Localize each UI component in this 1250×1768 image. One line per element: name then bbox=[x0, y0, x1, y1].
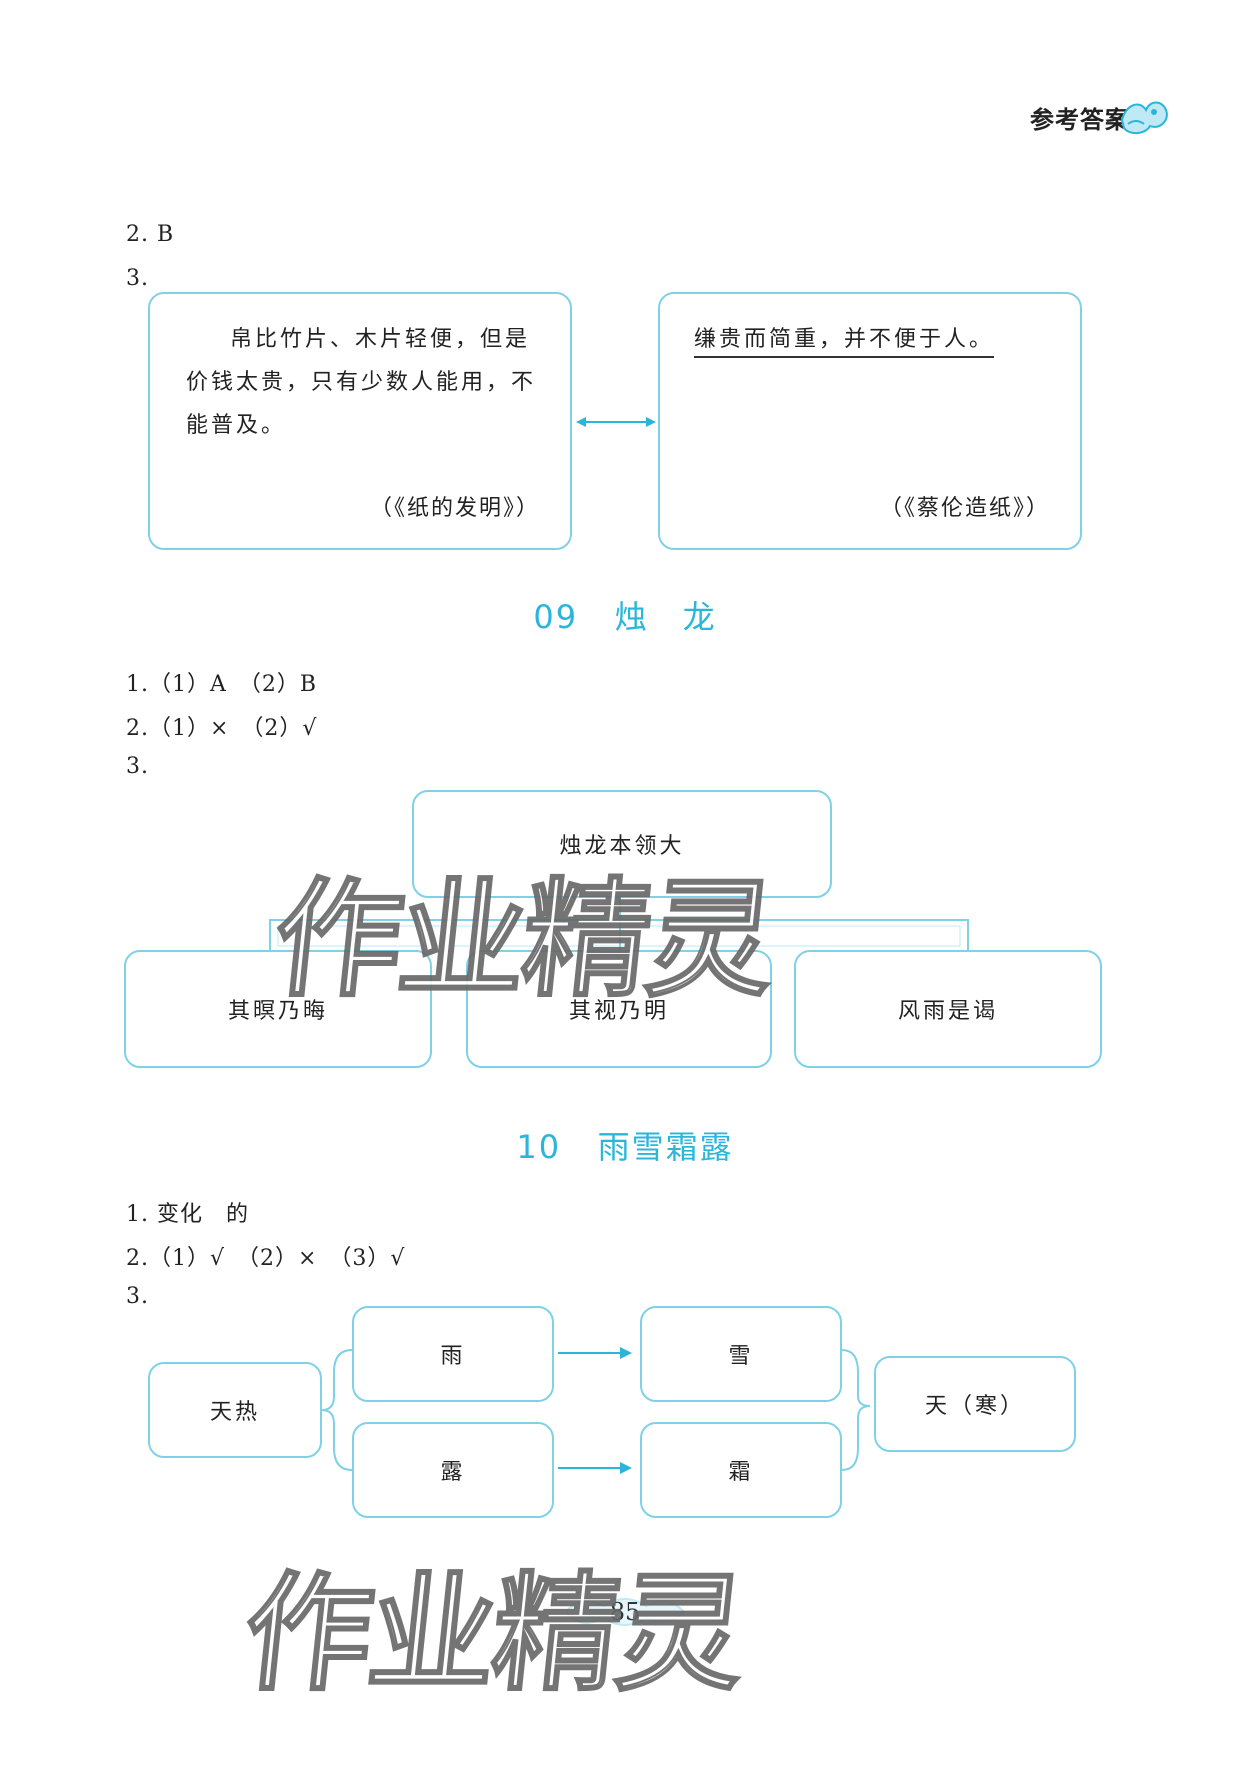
answer-q3: 3. bbox=[126, 266, 149, 291]
s09-answer-q1: 1.（1）A （2）B bbox=[126, 672, 318, 697]
section-10-number: 10 bbox=[516, 1128, 562, 1166]
page-number-ornament bbox=[564, 1598, 686, 1626]
page-header-title: 参考答案 bbox=[1030, 106, 1130, 134]
s10-answer-q3: 3. bbox=[126, 1284, 149, 1309]
tree-child-node-1: 其暝乃晦 bbox=[124, 950, 432, 1068]
text-box-right-source: （《蔡伦造纸》） bbox=[879, 496, 1050, 521]
flow-node-hot: 天热 bbox=[148, 1362, 322, 1458]
s09-answer-q3: 3. bbox=[126, 754, 149, 779]
double-arrow bbox=[576, 417, 656, 427]
text-box-left-source: （《纸的发明》） bbox=[369, 496, 540, 521]
tree-child-node-2: 其视乃明 bbox=[466, 950, 772, 1068]
text-box-left: 帛比竹片、木片轻便，但是价钱太贵，只有少数人能用，不能普及。 （《纸的发明》） bbox=[148, 292, 572, 550]
flow-node-frost: 霜 bbox=[640, 1422, 842, 1518]
text-box-left-content: 帛比竹片、木片轻便，但是价钱太贵，只有少数人能用，不能普及。 bbox=[186, 327, 537, 438]
s10-answer-q1: 1. 变化 的 bbox=[126, 1202, 249, 1227]
tree-child-node-3: 风雨是谒 bbox=[794, 950, 1102, 1068]
flow-node-rain: 雨 bbox=[352, 1306, 554, 1402]
answer-q2: 2. B bbox=[126, 222, 175, 247]
section-10-name: 雨雪霜露 bbox=[597, 1128, 734, 1166]
section-09-number: 09 bbox=[533, 598, 579, 636]
s10-answer-q2: 2.（1）√ （2）× （3）√ bbox=[126, 1246, 406, 1271]
flow-node-dew: 露 bbox=[352, 1422, 554, 1518]
flow-node-cold: 天（寒） bbox=[874, 1356, 1076, 1452]
page-number: 85 bbox=[609, 1598, 641, 1626]
flow-node-snow: 雪 bbox=[640, 1306, 842, 1402]
s09-answer-q2: 2.（1）× （2）√ bbox=[126, 716, 318, 741]
section-10-title: 10 雨雪霜露 bbox=[0, 1122, 1250, 1168]
text-box-right-content: 缣贵而简重，并不便于人。 bbox=[694, 327, 995, 358]
section-09-title: 09 烛 龙 bbox=[0, 592, 1250, 638]
text-box-right: 缣贵而简重，并不便于人。 （《蔡伦造纸》） bbox=[658, 292, 1082, 550]
section-09-name: 烛 龙 bbox=[614, 598, 717, 636]
dragon-icon bbox=[1120, 101, 1168, 134]
tree-root-node: 烛龙本领大 bbox=[412, 790, 832, 898]
